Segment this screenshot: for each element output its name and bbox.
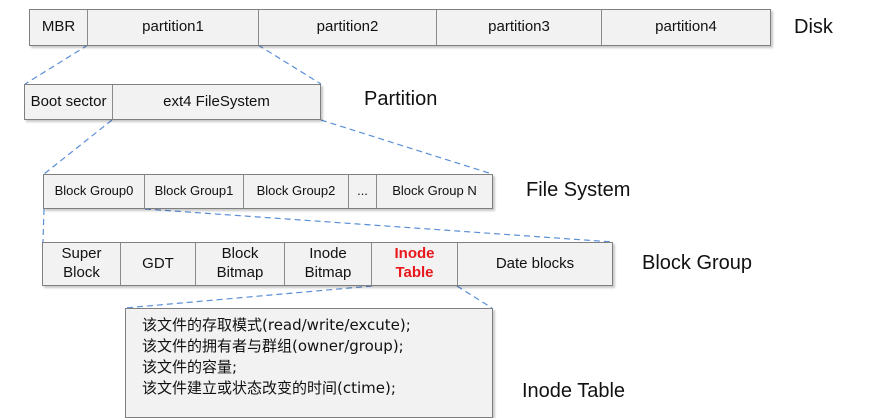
connector-bg0-left [42,208,45,243]
disk-mbr-cell: MBR [30,10,88,45]
data-blocks-cell: Date blocks [495,254,575,272]
connector-bg0-right [144,208,614,243]
disk-partition2-cell: partition2 [259,10,437,45]
disk-label: Disk [794,16,833,38]
connector-partition1-right [257,44,322,85]
inode-attr-line: 该文件的存取模式(read/write/excute); [142,316,411,334]
filesystem-structure-diagram: MBR partition1 partition2 partition3 par… [24,9,833,418]
inode-table-cell: Inode Table [372,243,458,285]
block-group0-cell: Block Group0 [44,175,145,208]
inode-attr-line: 该文件的容量; [142,358,238,376]
partition-row: Boot sector ext4 FileSystem [24,84,321,120]
disk-partition3-cell: partition3 [437,10,602,45]
block-bitmap-cell: Block Bitmap [196,243,285,285]
block-group2-cell: Block Group2 [244,175,349,208]
filesystem-label: File System [526,179,631,201]
disk-partition1-cell: partition1 [88,10,259,45]
filesystem-row: Block Group0 Block Group1 Block Group2 .… [43,174,493,209]
block-group-ellipsis-cell: ... [349,175,377,208]
blockgroup-label: Block Group [642,252,753,274]
inode-attr-line: 该文件建立或状态改变的时间(ctime); [142,379,396,397]
inode-attr-line: 该文件的拥有者与群组(owner/group); [142,337,404,355]
partition-boot-sector-cell: Boot sector [25,85,113,119]
disk-partition4-cell: partition4 [655,18,717,36]
block-groupN-cell: Block Group N [392,183,477,199]
connector-lines [24,44,614,309]
connector-partition1-left [24,44,89,85]
inode-table-detail-box: 该文件的存取模式(read/write/excute); 该文件的拥有者与群组(… [125,308,493,418]
partition-ext4-cell: ext4 FileSystem [163,92,270,110]
inode-bitmap-cell: Inode Bitmap [285,243,372,285]
super-block-cell: Super Block [43,243,121,285]
connector-inode-left [124,285,373,309]
connector-ext4-left [43,119,113,175]
connector-inode-right [456,285,493,309]
gdt-cell: GDT [121,243,196,285]
connector-ext4-right [320,119,493,175]
block-group1-cell: Block Group1 [145,175,244,208]
partition-label: Partition [364,88,438,110]
inode-table-label: Inode Table [522,380,626,402]
blockgroup-row: Super Block GDT Block Bitmap Inode Bitma… [42,242,613,286]
disk-row: MBR partition1 partition2 partition3 par… [29,9,771,46]
